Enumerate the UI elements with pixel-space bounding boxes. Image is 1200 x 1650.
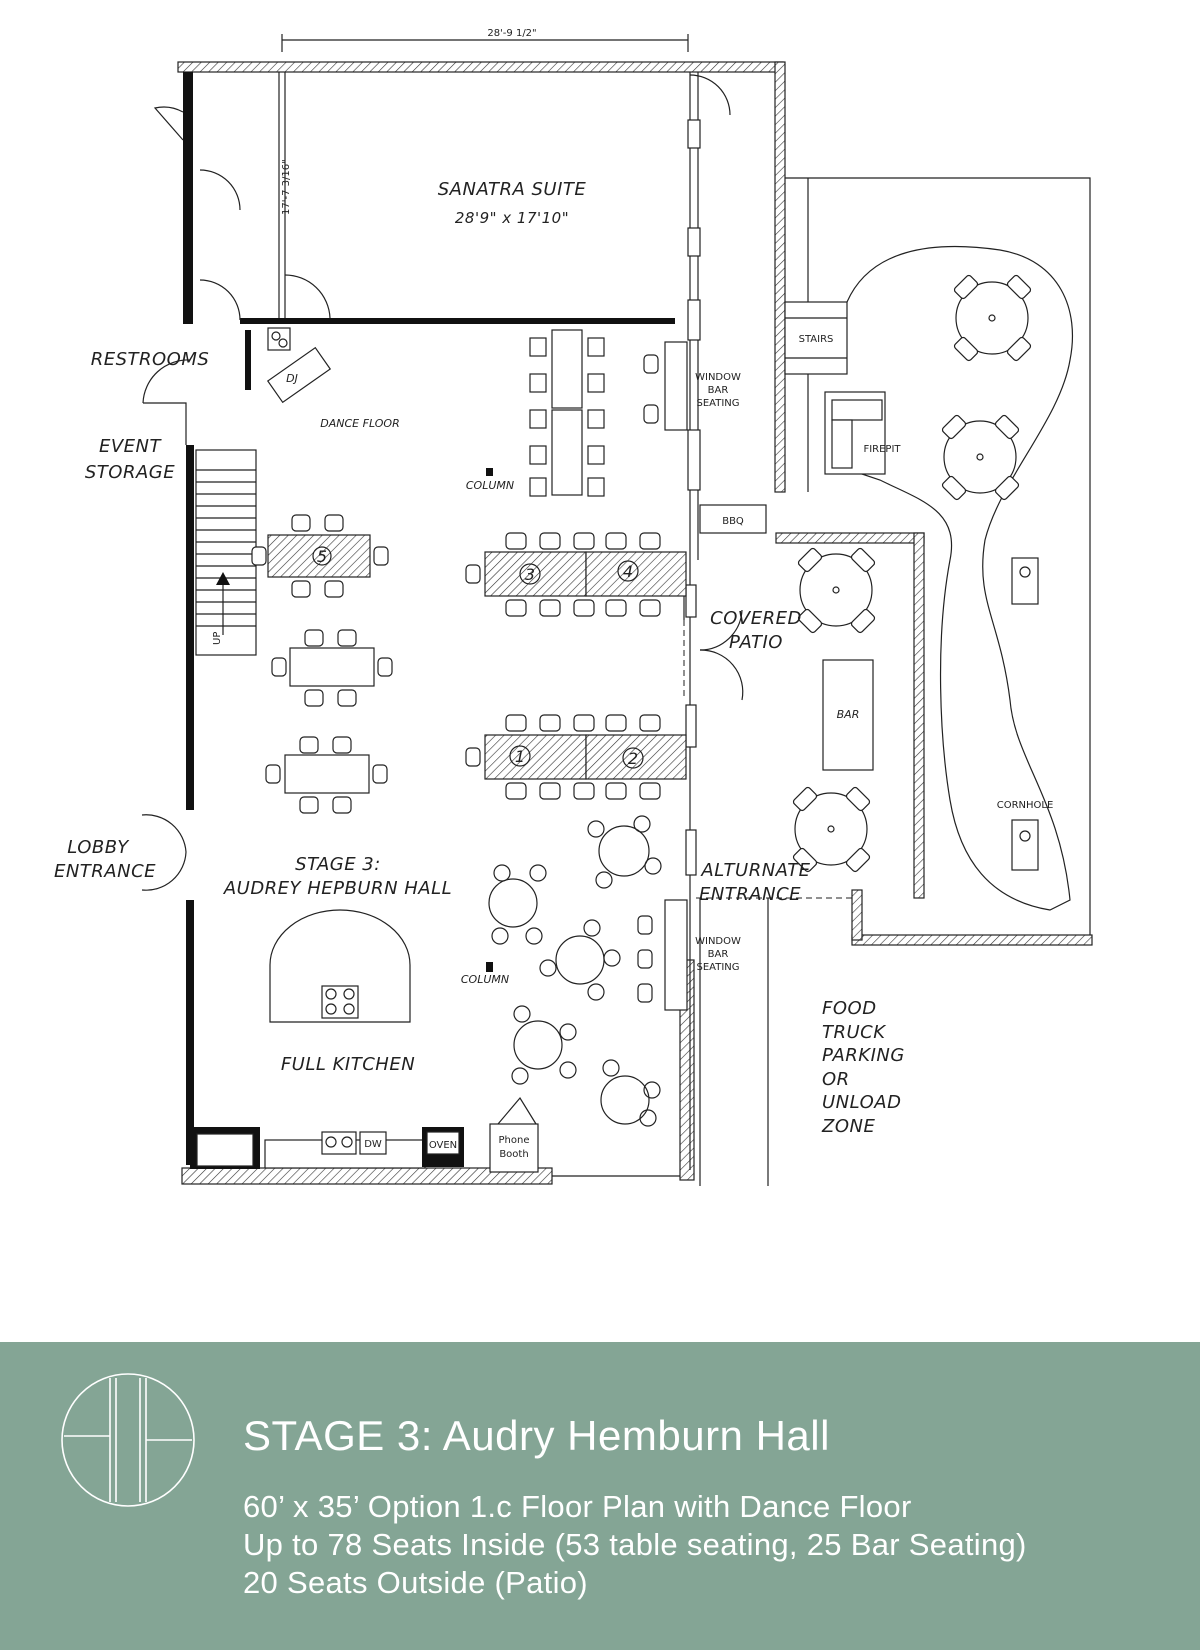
suite-size: 28'9" x 17'10": [455, 209, 569, 227]
exterior-patio: STAIRS FIREPIT CORNHOLE BBQ BAR: [696, 177, 1093, 1186]
patio-round-tables: [792, 274, 1032, 873]
svg-text:Phone: Phone: [499, 1135, 530, 1146]
top-dimension: 28'-9 1/2": [281, 28, 689, 52]
svg-text:OVEN: OVEN: [429, 1140, 457, 1151]
tables-1-2: 1 2: [465, 714, 687, 800]
svg-text:CORNHOLE: CORNHOLE: [997, 800, 1054, 811]
restrooms-label: RESTROOMS: [91, 349, 210, 370]
window-bar-seating-top: WINDOW BAR SEATING: [643, 341, 741, 431]
kitchen-label: FULL KITCHEN: [281, 1054, 415, 1075]
svg-text:WINDOW: WINDOW: [695, 372, 741, 383]
svg-text:PARKING: PARKING: [822, 1045, 905, 1066]
lobby-label-2: ENTRANCE: [54, 861, 156, 882]
covered-patio-label-1: COVERED: [710, 608, 802, 629]
svg-text:ZONE: ZONE: [821, 1116, 875, 1137]
caption-line: 60’ x 35’ Option 1.c Floor Plan with Dan…: [243, 1489, 912, 1524]
dance-floor-label: DANCE FLOOR: [320, 417, 399, 430]
caption-line: Up to 78 Seats Inside (53 table seating,…: [243, 1527, 1027, 1562]
svg-text:BBQ: BBQ: [722, 516, 744, 527]
svg-text:1: 1: [515, 747, 525, 766]
stage-label-2: AUDREY HEPBURN HALL: [223, 878, 452, 899]
column-label: COLUMN: [461, 973, 509, 986]
svg-text:4: 4: [623, 562, 633, 581]
svg-text:BAR: BAR: [837, 708, 860, 721]
svg-text:DW: DW: [364, 1139, 382, 1150]
svg-text:5: 5: [317, 547, 327, 566]
svg-text:3: 3: [525, 565, 535, 584]
food-truck-zone: FOOD TRUCK PARKING OR UNLOAD ZONE: [821, 998, 905, 1137]
floor-plan: 28'-9 1/2" 17'-7 3/16" SANATRA SUITE 28'…: [54, 28, 1093, 1186]
column-label: COLUMN: [466, 479, 514, 492]
caption-banner: STAGE 3: Audry Hemburn Hall 60’ x 35’ Op…: [0, 1342, 1200, 1650]
stage-label-1: STAGE 3:: [295, 854, 381, 875]
alternate-entrance-label-1: ALTURNATE: [700, 860, 810, 881]
svg-text:FIREPIT: FIREPIT: [863, 444, 901, 455]
column-marker: [486, 962, 493, 972]
fh-monogram-logo: [61, 1373, 195, 1507]
lobby-label-1: LOBBY: [67, 837, 130, 858]
window-bar-seating-bottom: WINDOW BAR SEATING: [637, 899, 741, 1011]
svg-text:STAIRS: STAIRS: [799, 334, 834, 345]
svg-text:BAR: BAR: [708, 949, 729, 960]
table-unnumbered-b: [265, 736, 388, 814]
svg-text:OR: OR: [822, 1069, 850, 1090]
event-storage-label-2: STORAGE: [85, 462, 175, 483]
svg-text:UNLOAD: UNLOAD: [822, 1092, 901, 1113]
event-storage-label-1: EVENT: [99, 436, 163, 457]
svg-text:WINDOW: WINDOW: [695, 936, 741, 947]
svg-text:2: 2: [628, 749, 638, 768]
table-5: 5: [251, 514, 389, 598]
svg-text:28'-9 1/2": 28'-9 1/2": [487, 28, 536, 39]
svg-text:DJ: DJ: [286, 372, 298, 385]
svg-text:17'-7 3/16": 17'-7 3/16": [281, 159, 292, 215]
covered-patio-label-2: PATIO: [729, 632, 783, 653]
svg-text:SEATING: SEATING: [696, 398, 739, 409]
svg-text:FOOD: FOOD: [822, 998, 877, 1019]
alternate-entrance-label-2: ENTRANCE: [699, 884, 801, 905]
hall-walls: [141, 330, 744, 1185]
dj-booth: DJ: [266, 327, 332, 404]
column-marker: [486, 468, 493, 476]
round-tables: [488, 815, 662, 1127]
kitchen: DW OVEN Phone Booth: [190, 909, 539, 1173]
svg-text:BAR: BAR: [708, 385, 729, 396]
table-unnumbered-a: [271, 629, 393, 707]
interior-stairs: UP: [195, 449, 257, 656]
suite-name: SANATRA SUITE: [438, 179, 587, 200]
svg-text:TRUCK: TRUCK: [822, 1022, 886, 1043]
svg-text:Booth: Booth: [499, 1149, 528, 1160]
svg-text:UP: UP: [212, 632, 223, 645]
caption-line: 20 Seats Outside (Patio): [243, 1565, 588, 1600]
caption-title: STAGE 3: Audry Hemburn Hall: [243, 1412, 830, 1459]
svg-text:SEATING: SEATING: [696, 962, 739, 973]
suite-walls: 17'-7 3/16": [153, 61, 786, 560]
long-table-top: [529, 329, 605, 497]
tables-3-4: 3 4: [465, 532, 687, 617]
